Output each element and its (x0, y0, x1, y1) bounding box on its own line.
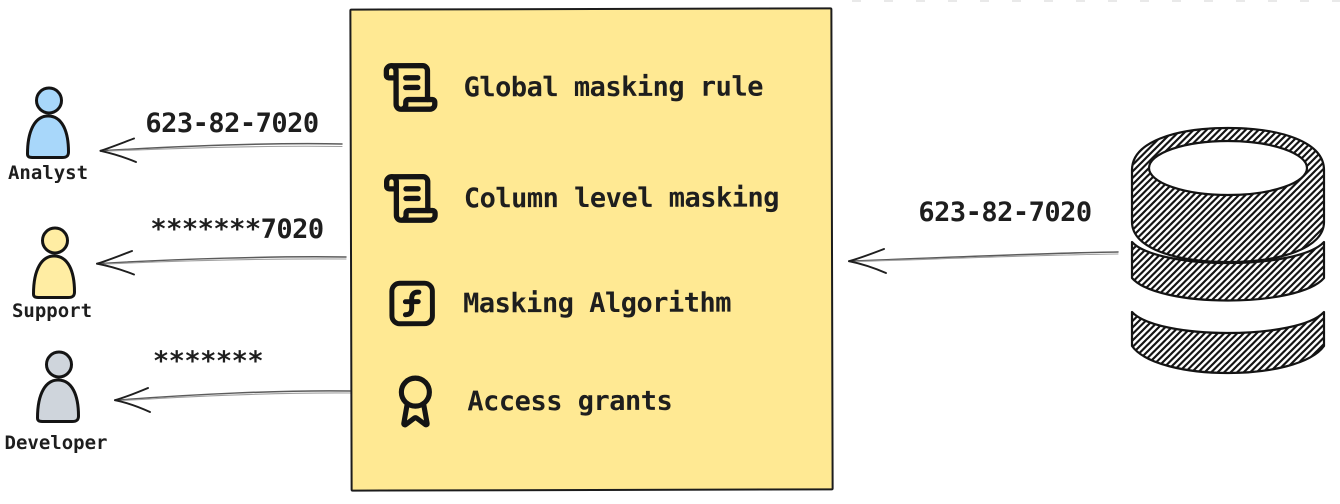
analyst-received-value: 623-82-7020 (145, 108, 319, 139)
box-item-label: Global masking rule (463, 71, 763, 103)
arrow-box-to-developer (114, 387, 351, 413)
support-icon (31, 226, 77, 299)
developer-received-value: ******* (152, 346, 264, 377)
arrow-database-to-box (848, 248, 1119, 274)
box-row-column-level-masking: Column level masking (382, 167, 779, 230)
masking-rules-box: Global masking rule Column level masking… (349, 7, 834, 492)
support-received-value: *******7020 (150, 214, 324, 245)
developer-icon (35, 350, 81, 423)
box-item-label: Access grants (467, 385, 673, 417)
award-icon (398, 375, 432, 428)
analyst-label: Analyst (7, 162, 89, 184)
support-label: Support (11, 300, 93, 322)
box-row-global-masking-rule: Global masking rule (381, 56, 763, 119)
arrow-box-to-support (96, 250, 347, 276)
box-item-label: Masking Algorithm (463, 287, 732, 319)
box-row-masking-algorithm: Masking Algorithm (382, 272, 731, 335)
developer-label: Developer (4, 432, 108, 454)
scroll-text-icon (383, 63, 438, 112)
scroll-text-icon (383, 174, 438, 223)
database-output-value: 623-82-7020 (918, 197, 1092, 228)
function-square-icon (389, 280, 435, 327)
database-icon (1130, 126, 1326, 375)
analyst-icon (25, 86, 71, 159)
box-item-label: Column level masking (463, 182, 780, 214)
box-row-access-grants: Access grants (382, 370, 672, 433)
top-edge-sketch-line (852, 0, 1340, 2)
arrow-box-to-analyst (99, 137, 343, 163)
